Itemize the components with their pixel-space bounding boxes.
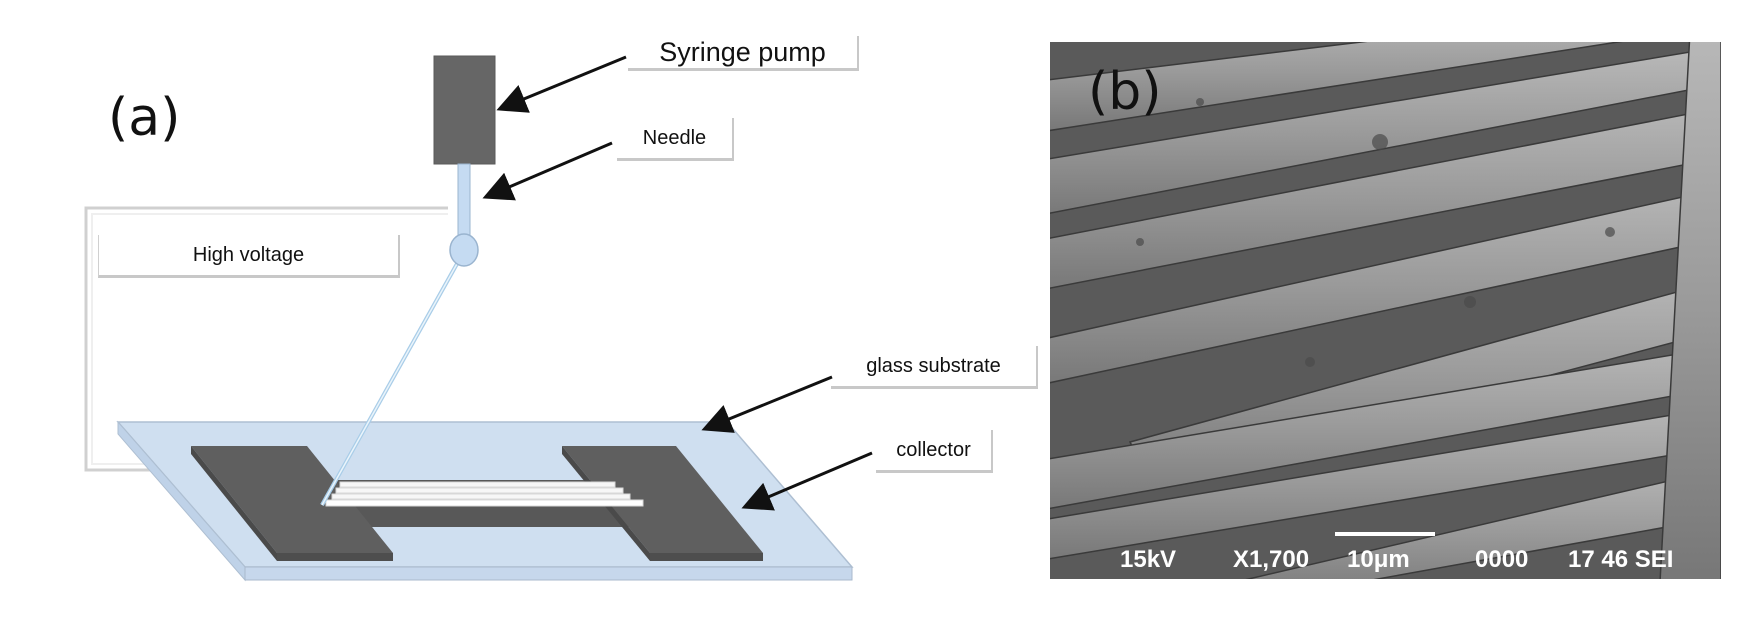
label-glass-substrate: glass substrate <box>831 346 1038 389</box>
left-electrode <box>191 446 393 561</box>
arrow-needle <box>482 141 613 201</box>
panel-a-label: (a) <box>108 88 181 148</box>
arrow-collector <box>741 451 873 511</box>
label-needle: Needle <box>617 118 734 161</box>
electrospinning-schematic <box>84 55 873 582</box>
syringe-pump-body <box>433 55 496 165</box>
sem-micrograph: (b) 15kV X1,700 10μm 0000 17 46 SEI <box>1050 42 1721 579</box>
label-high-voltage: High voltage <box>98 235 400 278</box>
scale-bar <box>1335 532 1435 536</box>
panel-b-label: (b) <box>1088 62 1162 122</box>
needle <box>457 163 471 237</box>
sem-scale-label: 10μm <box>1347 546 1410 573</box>
sem-id: 0000 <box>1475 546 1529 573</box>
sem-voltage: 15kV <box>1120 546 1177 573</box>
sem-fiber-texture <box>1050 42 1721 579</box>
taylor-cone-droplet <box>449 233 479 267</box>
panel-a: (a) <box>84 36 1038 582</box>
sem-magnification: X1,700 <box>1233 546 1310 573</box>
label-collector: collector <box>876 430 993 473</box>
label-syringe-pump: Syringe pump <box>628 36 859 71</box>
arrow-glass-substrate <box>701 375 833 433</box>
arrow-syringe-pump <box>496 55 627 113</box>
aligned-fibers <box>325 481 644 507</box>
sem-code: 17 46 SEI <box>1568 546 1674 573</box>
